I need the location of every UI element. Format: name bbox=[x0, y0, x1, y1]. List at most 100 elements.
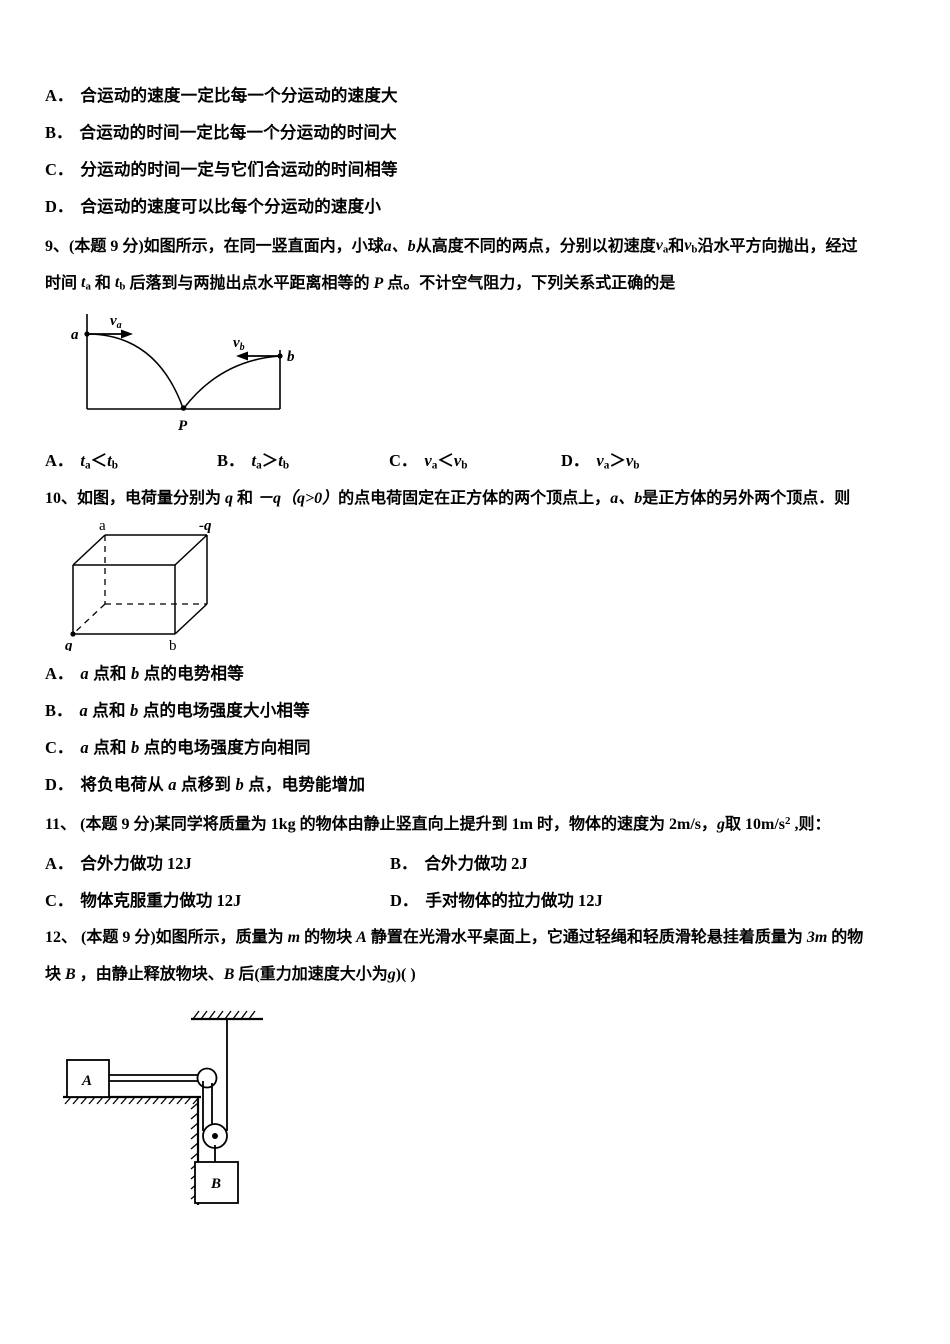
arrowhead-a bbox=[121, 329, 133, 339]
stem-text: 和 bbox=[668, 237, 685, 255]
stem-text: 的物 bbox=[831, 928, 864, 946]
trajectory-a bbox=[86, 333, 184, 409]
option-label: D． bbox=[45, 775, 74, 795]
option-text: va＞vb bbox=[596, 450, 640, 472]
option-row[interactable]: C． a 点和 b 点的电场强度方向相同 bbox=[45, 730, 920, 767]
figure-label-a: a bbox=[99, 521, 106, 534]
stem-var-P: P bbox=[373, 274, 384, 292]
option-label: D． bbox=[390, 890, 419, 910]
option-row[interactable]: A． 合运动的速度一定比每一个分运动的速度大 bbox=[45, 78, 920, 115]
option-text: ta＜tb bbox=[80, 450, 118, 472]
option-text: ta＞tb bbox=[251, 450, 290, 472]
question-11: 11、 (本题 9 分)某同学将质量为 1kg 的物体由静止竖直向上提升到 1m… bbox=[45, 806, 920, 917]
cube-edge-top-right-diag bbox=[174, 534, 208, 566]
option-text: a 点和 b 点的电场强度大小相等 bbox=[79, 701, 310, 721]
option-text: 分运动的时间一定与它们合运动的时间相等 bbox=[80, 160, 398, 180]
stem-var-tb: tb bbox=[114, 273, 126, 293]
option-row[interactable]: D． 将负电荷从 a 点移到 b 点，电势能增加 bbox=[45, 767, 920, 804]
question-11-options-row-1: A． 合外力做功 12J B． 合外力做功 2J bbox=[45, 843, 920, 880]
stem-text: 后落到与两抛出点水平距离相等的 bbox=[129, 274, 370, 292]
question-10-options: A． a 点和 b 点的电势相等 B． a 点和 b 点的电场强度大小相等 C．… bbox=[45, 656, 920, 804]
option-label: C． bbox=[389, 450, 418, 470]
stem-var-ab: a、b bbox=[383, 237, 416, 255]
stem-text: 从高度不同的两点，分别以初速度 bbox=[415, 237, 656, 255]
stem-var-vb: vb bbox=[684, 236, 698, 256]
option-cell[interactable]: C． 物体克服重力做功 12J bbox=[45, 887, 390, 911]
question-12-stem-line-1: 12、 (本题 9 分)如图所示，质量为 m 的物块 A 静置在光滑水平桌面上，… bbox=[45, 919, 920, 956]
option-row[interactable]: C． 分运动的时间一定与它们合运动的时间相等 bbox=[45, 152, 920, 189]
stem-var-ta: ta bbox=[81, 273, 91, 293]
cube-edge-top-left-diag bbox=[72, 534, 106, 566]
question-10: 10、如图，电荷量分别为 q 和 －q （q>0） 的点电荷固定在正方体的两个顶… bbox=[45, 480, 920, 804]
stem-text: 11、 (本题 9 分)某同学将质量为 1kg 的物体由静止竖直向上提升到 1m… bbox=[45, 815, 718, 833]
trajectory-b bbox=[183, 355, 281, 409]
stem-text: 沿水平方向抛出，经过 bbox=[697, 237, 858, 255]
option-label: C． bbox=[45, 890, 74, 910]
arrowhead-b bbox=[236, 351, 248, 361]
pulley-blocks-diagram: A B bbox=[63, 1010, 263, 1205]
block-A bbox=[66, 1059, 110, 1098]
stem-text: 时间 bbox=[45, 274, 78, 292]
option-cell[interactable]: B． 合外力做功 2J bbox=[390, 850, 528, 874]
option-text: va＜vb bbox=[424, 450, 468, 472]
question-9-stem-line-1: 9、(本题 9 分)如图所示，在同一竖直面内，小球 a、b 从高度不同的两点，分… bbox=[45, 228, 920, 265]
question-9-stem-line-2: 时间 ta 和 tb 后落到与两抛出点水平距离相等的 P 点。不计空气阻力，下列… bbox=[45, 265, 920, 302]
option-label: A． bbox=[45, 853, 74, 873]
question-9-figure: a b P va vb bbox=[61, 308, 920, 440]
stem-var-neg-q: －q bbox=[257, 489, 282, 507]
figure-label-a: a bbox=[71, 327, 79, 343]
stem-paren-q-positive: （q>0） bbox=[281, 489, 339, 507]
option-label: B． bbox=[217, 450, 245, 470]
option-cell[interactable]: B． ta＞tb bbox=[217, 447, 389, 471]
stem-var-g: g bbox=[717, 815, 726, 833]
stem-text: 9、(本题 9 分)如图所示，在同一竖直面内，小球 bbox=[45, 237, 384, 255]
option-label: A． bbox=[45, 450, 74, 470]
figure-label-q: q bbox=[65, 638, 73, 651]
stem-text: 取 10m/s2 ,则： bbox=[725, 815, 831, 833]
figure-label-va: va bbox=[110, 313, 122, 331]
question-9: 9、(本题 9 分)如图所示，在同一竖直面内，小球 a、b 从高度不同的两点，分… bbox=[45, 228, 920, 478]
option-text: 合外力做功 12J bbox=[80, 853, 192, 873]
stem-text: 12、 (本题 9 分)如图所示，质量为 bbox=[45, 928, 284, 946]
stem-text: 10、如图，电荷量分别为 bbox=[45, 489, 222, 507]
option-cell[interactable]: D． va＞vb bbox=[561, 447, 733, 471]
option-label: B． bbox=[45, 123, 73, 143]
option-row[interactable]: B． a 点和 b 点的电场强度大小相等 bbox=[45, 693, 920, 730]
option-label: B． bbox=[390, 853, 418, 873]
question-11-options-row-2: C． 物体克服重力做功 12J D． 手对物体的拉力做功 12J bbox=[45, 880, 920, 917]
stem-text: ，由静止释放物块、 bbox=[79, 965, 224, 983]
option-row[interactable]: D． 合运动的速度可以比每个分运动的速度小 bbox=[45, 189, 920, 226]
option-cell[interactable]: A． 合外力做功 12J bbox=[45, 850, 390, 874]
stem-var-q: q bbox=[225, 489, 234, 507]
option-text: 合外力做功 2J bbox=[424, 853, 528, 873]
cube-charges-diagram: a -q q b bbox=[65, 521, 212, 651]
option-text: a 点和 b 点的电势相等 bbox=[80, 664, 244, 684]
question-12-figure: A B bbox=[55, 1005, 920, 1220]
option-row[interactable]: B． 合运动的时间一定比每一个分运动的时间大 bbox=[45, 115, 920, 152]
figure-label-b: b bbox=[169, 638, 177, 651]
option-text: 将负电荷从 a 点移到 b 点，电势能增加 bbox=[80, 775, 366, 795]
ceiling-hatching bbox=[192, 1010, 256, 1020]
option-text: a 点和 b 点的电场强度方向相同 bbox=[80, 738, 311, 758]
stem-var-3m: 3m bbox=[806, 928, 828, 946]
option-cell[interactable]: A． ta＜tb bbox=[45, 447, 217, 471]
option-label: C． bbox=[45, 738, 74, 758]
option-label: D． bbox=[561, 450, 590, 470]
fixed-pulley bbox=[196, 1067, 218, 1089]
question-9-options: A． ta＜tb B． ta＞tb C． va＜vb D． va＞vb bbox=[45, 440, 920, 478]
option-cell[interactable]: D． 手对物体的拉力做功 12J bbox=[390, 887, 603, 911]
option-cell[interactable]: C． va＜vb bbox=[389, 447, 561, 471]
option-label: B． bbox=[45, 701, 73, 721]
question-10-stem: 10、如图，电荷量分别为 q 和 －q （q>0） 的点电荷固定在正方体的两个顶… bbox=[45, 480, 920, 517]
question-12-stem-line-2: 块 B ，由静止释放物块、 B 后(重力加速度大小为 g )( ) bbox=[45, 956, 920, 993]
stem-var-m: m bbox=[287, 928, 301, 946]
option-label: A． bbox=[45, 86, 74, 106]
stem-text: 和 bbox=[237, 489, 254, 507]
point-P-marker bbox=[180, 405, 187, 411]
option-row[interactable]: A． a 点和 b 点的电势相等 bbox=[45, 656, 920, 693]
table-surface-hatching bbox=[64, 1096, 200, 1105]
option-label: C． bbox=[45, 160, 74, 180]
figure-label-neg-q: -q bbox=[199, 521, 212, 534]
cube-edge-bottom-right-diag bbox=[174, 603, 208, 635]
stem-text: 块 bbox=[45, 965, 62, 983]
